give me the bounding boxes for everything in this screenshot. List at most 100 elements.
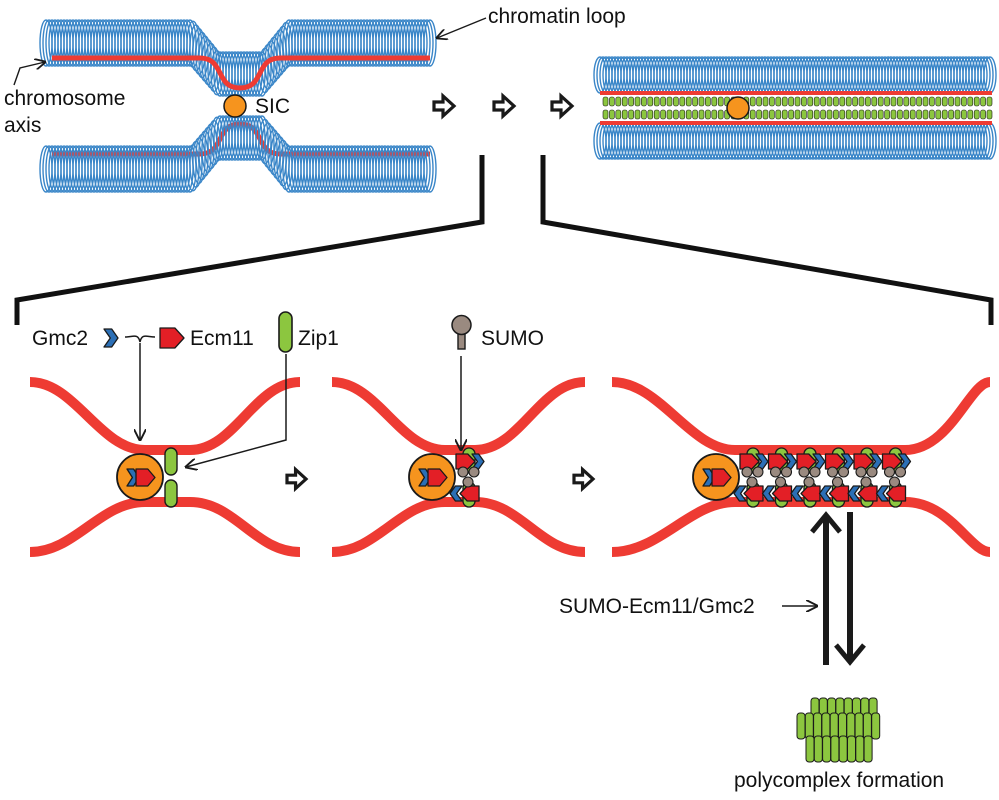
sumo-icon <box>860 476 872 488</box>
zip1-rod <box>698 109 705 120</box>
process-arrows <box>432 92 575 120</box>
zip1-rod <box>858 96 865 107</box>
zip1-rod <box>615 96 622 107</box>
zip1-rod <box>839 109 846 120</box>
panel3-ecm11-gmc2-at-sic <box>702 468 732 487</box>
zip1-rod <box>897 96 903 107</box>
zip1-rod <box>647 109 654 120</box>
zip1-rod <box>781 109 788 120</box>
zip1-rod <box>698 96 705 107</box>
panel2-ecm11-gmc2-at-sic <box>418 468 448 487</box>
zip1-rod <box>705 96 711 107</box>
sic-circle-synapsed <box>726 96 750 120</box>
ecm11-icon <box>455 453 476 470</box>
zip1-rod <box>890 96 897 107</box>
chromosome-axis-pointer <box>13 62 45 86</box>
zip1-rod <box>821 712 831 740</box>
gmc2-icon <box>790 485 804 502</box>
zip1-rod <box>839 96 846 107</box>
sic-circle <box>223 94 247 118</box>
zip1-rod <box>980 109 986 120</box>
zip1-rod <box>769 109 775 120</box>
homolog-pair-unsynapsed <box>39 19 437 193</box>
zip1-pointer <box>186 354 287 467</box>
zip1-rod <box>862 712 872 740</box>
sumo-icon <box>866 466 878 478</box>
chromatin-loop <box>252 51 266 97</box>
zip1-rod <box>794 109 801 120</box>
sumo-icon <box>809 466 821 478</box>
sumo-icon <box>798 466 810 478</box>
zip1-rod <box>660 96 666 107</box>
zip1-rod <box>830 735 840 763</box>
zip1-rod <box>973 96 980 107</box>
chromatin-loops-top <box>39 19 437 97</box>
zip1-rod <box>653 96 660 107</box>
gmc2-icon <box>761 485 776 502</box>
chromatin-loop <box>252 115 266 161</box>
ecm11-icon <box>739 453 760 470</box>
zip1-rod <box>884 96 890 107</box>
ecm11-icon <box>796 453 817 470</box>
chromatin-loop <box>423 19 437 67</box>
chromatin-loop <box>420 145 434 193</box>
zip1-rod <box>692 109 698 120</box>
zip1-rod <box>865 109 871 120</box>
zip1-rod <box>820 109 826 120</box>
zip1-rod <box>685 96 692 107</box>
panel1-ecm11-gmc2-at-sic <box>126 468 156 487</box>
zip1-rod <box>847 735 856 763</box>
zip1-rod <box>961 96 967 107</box>
zip1-rod <box>903 109 910 120</box>
zip1-rod <box>877 109 884 120</box>
panel3-axis-bottom <box>611 497 991 557</box>
zip1-icon <box>278 311 293 353</box>
zip1-rod <box>863 735 873 763</box>
zip1-rod <box>890 109 897 120</box>
ecm11-icon <box>427 468 448 487</box>
zip1-rod <box>845 96 852 107</box>
gmc2-icon <box>733 485 747 502</box>
panel3-axis-top <box>611 377 992 455</box>
zip1-rod <box>909 96 916 107</box>
panel1-axis-top <box>29 377 301 455</box>
zip1-rod <box>916 96 922 107</box>
zip1-rod <box>813 735 823 763</box>
sumo-icon <box>741 466 753 478</box>
zip1-rod <box>833 109 839 120</box>
sumo-icon <box>774 476 787 488</box>
sumo-icon <box>451 314 472 350</box>
chromatin-loop-label: chromatin loop <box>488 5 626 28</box>
panel1-zip1-top <box>164 447 178 476</box>
zip1-rod <box>929 96 935 107</box>
zip1-rod <box>980 96 986 107</box>
zip1-rod <box>807 96 814 107</box>
zip1-rod <box>967 96 974 107</box>
chromosome-axis-label-line1: chromosome <box>4 87 125 110</box>
panel2-zip1-sumo-unit <box>449 447 485 508</box>
sumo-icon <box>468 466 480 478</box>
zip1-rod <box>935 96 942 107</box>
sumo-icon <box>803 476 815 488</box>
zip1-rod <box>826 96 833 107</box>
sumo-icon <box>752 466 764 478</box>
gmc2-icon <box>103 328 119 348</box>
zip1-rod <box>673 109 679 120</box>
zip1-rod <box>813 96 820 107</box>
chromatin-loop <box>420 19 434 67</box>
zip1-rod <box>909 109 916 120</box>
zip1-rod <box>929 109 935 120</box>
zip1-rod <box>833 96 839 107</box>
zip1-rod <box>854 712 864 740</box>
ecm11-icon <box>711 468 732 487</box>
zip1-rod <box>788 109 794 120</box>
zip1-rod <box>762 96 769 107</box>
zip1-rod <box>692 96 698 107</box>
zip1-rod <box>749 96 756 107</box>
zip1-rod <box>871 96 878 107</box>
chromatin-loop <box>183 145 197 193</box>
zip1-rod <box>884 109 890 120</box>
zip1-rod <box>634 96 641 107</box>
zip1-rod <box>634 109 641 120</box>
chromatin-loop <box>417 19 431 67</box>
